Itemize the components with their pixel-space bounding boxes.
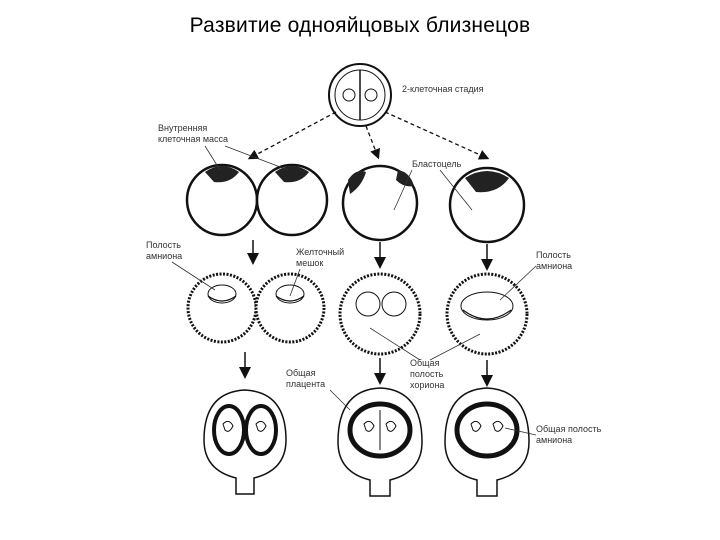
uterus-left	[203, 389, 287, 495]
embryo-row2-left-a	[186, 272, 258, 344]
uterus-right	[444, 387, 530, 497]
leader-common-amnion	[504, 427, 537, 436]
label-amnion-cavity-left-1: Полость	[146, 240, 181, 250]
label-yolk-sac-2: мешок	[296, 258, 323, 268]
label-inner-cell-mass-1: Внутренняя	[158, 123, 207, 133]
leaders-inner-cell-mass	[204, 145, 289, 171]
leader-amnion-right	[499, 265, 537, 301]
blastocyst-right	[448, 166, 526, 244]
label-common-chorion-3: хориона	[410, 380, 444, 390]
down-arrows-row2	[239, 352, 493, 387]
blastocyst-left-b	[255, 163, 329, 237]
label-common-chorion-1: Общая	[410, 358, 440, 368]
embryo-row2-middle	[338, 272, 422, 356]
leader-common-placenta	[329, 389, 351, 411]
label-amnion-cavity-right-1: Полость	[536, 250, 571, 260]
uterus-middle	[337, 387, 423, 497]
embryo-row2-left-b	[254, 272, 326, 344]
leader-amnion-left	[171, 261, 216, 291]
label-common-placenta-1: Общая	[286, 368, 316, 378]
label-amnion-cavity-left-2: амниона	[146, 251, 182, 261]
label-common-chorion-2: полость	[410, 369, 444, 379]
label-two-cell-stage: 2-клеточная стадия	[402, 84, 484, 94]
label-common-amnion-1: Общая полость	[536, 424, 602, 434]
blastocyst-middle	[341, 164, 419, 242]
two-cell-zygote	[328, 63, 392, 127]
label-amnion-cavity-right-2: амниона	[536, 261, 572, 271]
label-yolk-sac-1: Желточный	[296, 247, 344, 257]
label-common-placenta-2: плацента	[286, 379, 325, 389]
label-inner-cell-mass-2: клеточная масса	[158, 134, 228, 144]
leaders-blastocoel	[393, 169, 473, 211]
embryo-row2-right	[445, 272, 529, 356]
blastocyst-left-a	[185, 163, 259, 237]
dashed-arrows	[247, 111, 490, 160]
label-common-amnion-2: амниона	[536, 435, 572, 445]
page-title: Развитие однояйцовых близнецов	[189, 14, 531, 37]
leaders-common-chorion	[369, 327, 481, 361]
leader-yolk-sac	[289, 268, 301, 297]
label-blastocoel: Бластоцель	[412, 159, 462, 169]
down-arrows-row1	[247, 240, 493, 271]
